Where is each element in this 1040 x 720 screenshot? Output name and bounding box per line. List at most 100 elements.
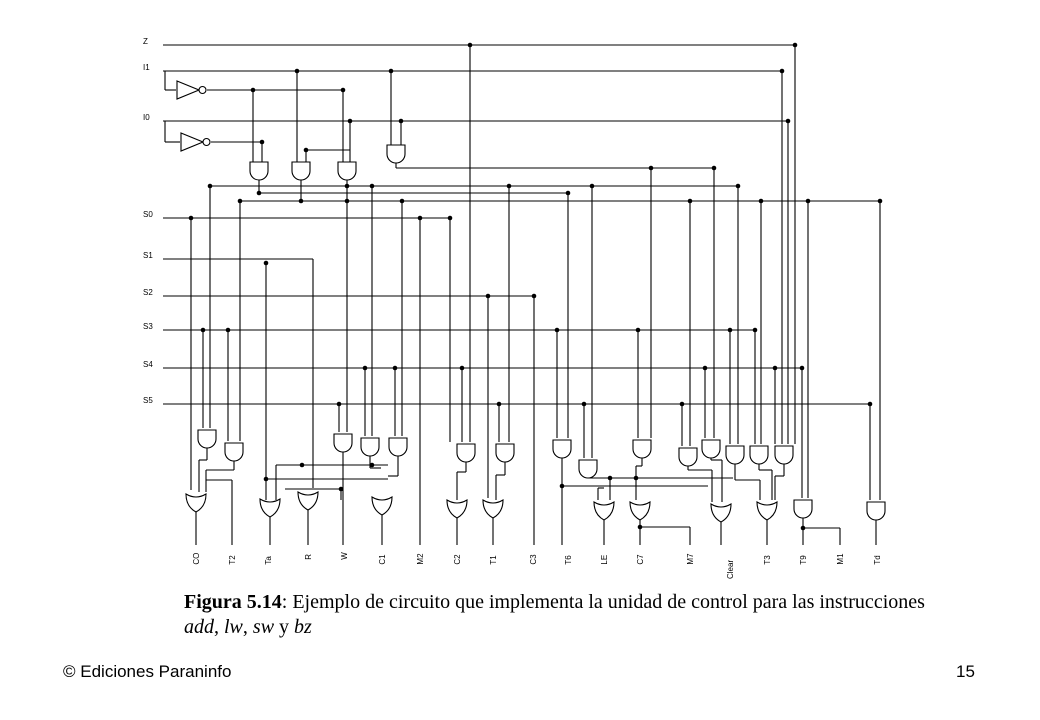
and-gate bbox=[552, 439, 572, 459]
or-gate bbox=[446, 499, 468, 519]
junction-dot bbox=[785, 118, 791, 124]
or-gate bbox=[371, 496, 393, 516]
junction-dot bbox=[554, 327, 560, 333]
output-label-m7: M7 bbox=[686, 553, 695, 565]
output-label-m1: M1 bbox=[836, 553, 845, 565]
junction-dot bbox=[338, 486, 344, 492]
junction-dot bbox=[687, 198, 693, 204]
caption-sep-3: y bbox=[274, 616, 295, 638]
and-gate bbox=[388, 437, 408, 457]
caption-inst-lw: lw bbox=[224, 616, 243, 638]
junction-dot bbox=[589, 183, 595, 189]
junction-dot bbox=[399, 198, 405, 204]
junction-dot bbox=[867, 401, 873, 407]
junction-dot bbox=[344, 198, 350, 204]
output-label-c3: C3 bbox=[529, 554, 538, 565]
junction-dot bbox=[711, 165, 717, 171]
junction-dot bbox=[496, 401, 502, 407]
junction-dot bbox=[679, 401, 685, 407]
inverter-bubble bbox=[202, 137, 211, 147]
junction-dot bbox=[303, 147, 309, 153]
junction-dot bbox=[559, 483, 565, 489]
output-label-r: R bbox=[304, 554, 313, 560]
output-label-m2: M2 bbox=[416, 553, 425, 565]
or-gate bbox=[185, 493, 207, 513]
or-gate bbox=[297, 491, 319, 511]
output-label-c1: C1 bbox=[378, 554, 387, 565]
input-label: I0 bbox=[143, 113, 150, 122]
junction-dot bbox=[207, 183, 213, 189]
junction-dot bbox=[467, 42, 473, 48]
output-label-co: CO bbox=[192, 553, 201, 565]
caption-inst-add: add bbox=[184, 616, 214, 638]
and-gate bbox=[678, 447, 698, 467]
caption-text: : Ejemplo de circuito que implementa la … bbox=[281, 591, 925, 613]
input-label: Z bbox=[143, 37, 148, 46]
junction-dot bbox=[635, 327, 641, 333]
caption-inst-sw: sw bbox=[252, 616, 275, 638]
output-label-clear: Clear bbox=[726, 560, 735, 579]
junction-dot bbox=[340, 87, 346, 93]
caption-inst-bz: bz bbox=[294, 616, 312, 638]
junction-dot bbox=[294, 68, 300, 74]
circuit-wires bbox=[163, 44, 881, 545]
and-gate bbox=[632, 439, 652, 459]
output-label-t2: T2 bbox=[228, 555, 237, 565]
and-gate bbox=[866, 501, 886, 521]
junction-dot bbox=[727, 327, 733, 333]
output-label-c2: C2 bbox=[453, 554, 462, 565]
caption-sep-2: , bbox=[242, 616, 253, 638]
circuit-junctions bbox=[188, 42, 883, 531]
junction-dot bbox=[752, 327, 758, 333]
output-label-t1: T1 bbox=[489, 555, 498, 565]
junction-dot bbox=[633, 475, 639, 481]
footer-publisher: © Ediciones Paraninfo bbox=[63, 662, 232, 681]
junction-dot bbox=[772, 365, 778, 371]
junction-dot bbox=[417, 215, 423, 221]
junction-dot bbox=[298, 198, 304, 204]
output-label-t9: T9 bbox=[799, 555, 808, 565]
and-gate bbox=[224, 442, 244, 462]
output-label-w: W bbox=[340, 552, 349, 560]
junction-dot bbox=[531, 293, 537, 299]
junction-dot bbox=[792, 42, 798, 48]
junction-dot bbox=[362, 365, 368, 371]
or-gate bbox=[593, 501, 615, 521]
input-label: I1 bbox=[143, 63, 150, 72]
junction-dot bbox=[607, 475, 613, 481]
junction-dot bbox=[447, 215, 453, 221]
and-gate bbox=[249, 161, 269, 181]
and-gate bbox=[578, 459, 598, 479]
junction-dot bbox=[188, 215, 194, 221]
junction-dot bbox=[237, 198, 243, 204]
inverter-bubble bbox=[198, 85, 207, 95]
and-gate bbox=[386, 144, 406, 164]
junction-dot bbox=[637, 524, 643, 530]
junction-dot bbox=[877, 198, 883, 204]
footer-page-number: 15 bbox=[956, 662, 975, 681]
figure-caption: Figura 5.14: Ejemplo de circuito que imp… bbox=[184, 590, 944, 640]
or-gate bbox=[259, 498, 281, 518]
junction-dot bbox=[581, 401, 587, 407]
junction-dot bbox=[702, 365, 708, 371]
junction-dot bbox=[263, 260, 269, 266]
junction-dot bbox=[392, 365, 398, 371]
junction-dot bbox=[299, 462, 305, 468]
junction-dot bbox=[485, 293, 491, 299]
and-gate bbox=[197, 429, 217, 449]
junction-dot bbox=[398, 118, 404, 124]
and-gate bbox=[725, 445, 745, 465]
input-label: S0 bbox=[143, 210, 153, 219]
junction-dot bbox=[805, 198, 811, 204]
and-gate bbox=[701, 439, 721, 459]
input-label: S5 bbox=[143, 396, 153, 405]
and-gate bbox=[456, 443, 476, 463]
inverter-gate bbox=[180, 132, 205, 152]
junction-dot bbox=[344, 183, 350, 189]
junction-dot bbox=[800, 525, 806, 531]
junction-dot bbox=[799, 365, 805, 371]
input-label: S1 bbox=[143, 251, 153, 260]
junction-dot bbox=[347, 118, 353, 124]
